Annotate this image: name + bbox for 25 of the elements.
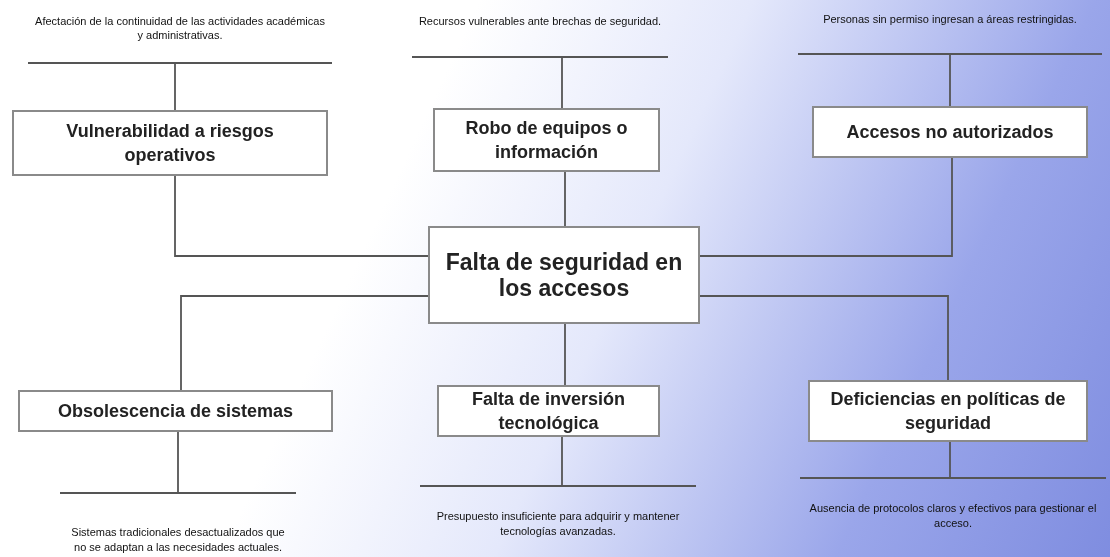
connector-line bbox=[564, 323, 566, 386]
problem-box: Robo de equipos o información bbox=[433, 108, 660, 172]
connector-line bbox=[174, 175, 429, 257]
connector-line bbox=[180, 295, 429, 391]
problem-box: Accesos no autorizados bbox=[812, 106, 1088, 158]
problem-box: Deficiencias en políticas de seguridad bbox=[808, 380, 1088, 442]
effect-note: Afectación de la continuidad de las actividades académicas y administrativas. bbox=[28, 14, 332, 64]
problem-box: Falta de inversión tecnológica bbox=[437, 385, 660, 437]
cause-note: Presupuesto insuficiente para adquirir y mantener tecnologías avanzadas. bbox=[420, 485, 696, 540]
cause-note: Ausencia de protocolos claros y efectivos para gestionar el acceso. bbox=[800, 477, 1106, 532]
effect-note: Personas sin permiso ingresan a áreas restringidas. bbox=[798, 12, 1102, 55]
connector-line bbox=[174, 63, 176, 111]
connector-line bbox=[561, 57, 563, 109]
connector-line bbox=[949, 54, 951, 107]
connector-line bbox=[561, 436, 563, 486]
problem-box: Vulnerabilidad a riesgos operativos bbox=[12, 110, 328, 176]
connector-line bbox=[949, 441, 951, 478]
connector-line bbox=[699, 295, 949, 381]
connector-line bbox=[564, 171, 566, 227]
problem-box: Obsolescencia de sistemas bbox=[18, 390, 333, 432]
central-problem-box: Falta de seguridad en los accesos bbox=[428, 226, 700, 324]
effect-note: Recursos vulnerables ante brechas de seguridad. bbox=[412, 14, 668, 58]
cause-note: Sistemas tradicionales desactualizados que no se adaptan a las necesidades actuales. bbox=[60, 492, 296, 556]
connector-line bbox=[699, 157, 953, 257]
connector-line bbox=[177, 431, 179, 493]
